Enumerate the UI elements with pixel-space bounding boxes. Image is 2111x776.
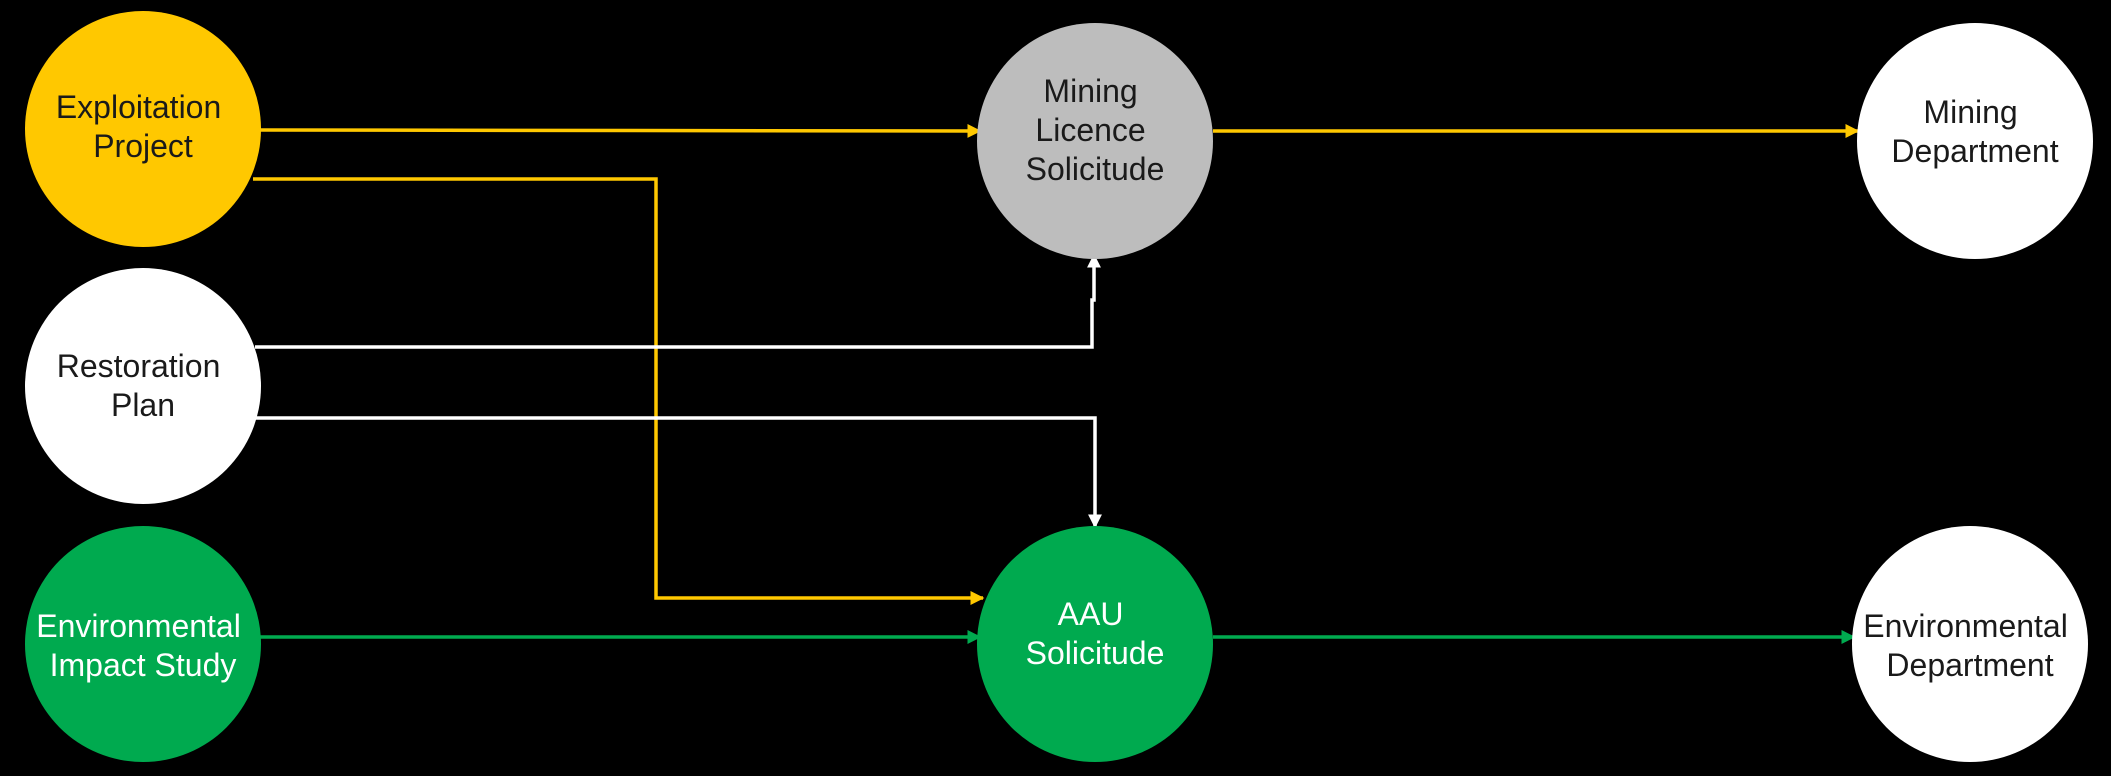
- edges: [253, 123, 1860, 644]
- node-label-line: Mining: [1923, 94, 2017, 130]
- svg-text:AAU Solicitude: AAU Solicitude: [1026, 596, 1165, 671]
- node-label-line: Solicitude: [1026, 151, 1165, 187]
- node-label-line: Licence: [1035, 112, 1145, 148]
- edge-restoration-to-aau: [255, 416, 1102, 529]
- node-mining-department: Mining Department: [1857, 23, 2093, 259]
- svg-text:Mining Department: Mining Department: [1891, 94, 2058, 169]
- edge-exploitation-to-mining-licence: [259, 123, 982, 138]
- svg-text:Restoration Plan: Restoration Plan: [57, 348, 230, 423]
- node-circle: [25, 268, 261, 504]
- node-label-line: Environmental: [1863, 608, 2068, 644]
- node-restoration-plan: Restoration Plan: [25, 268, 261, 504]
- node-label-line: Mining: [1043, 73, 1137, 109]
- svg-text:Exploitation Project: Exploitation Project: [56, 89, 230, 164]
- node-circle: [25, 11, 261, 247]
- node-circle: [25, 526, 261, 762]
- node-mining-licence-solicitude: Mining Licence Solicitude: [977, 23, 1213, 259]
- node-label-line: Department: [1886, 647, 2053, 683]
- node-label-line: Environmental: [36, 608, 241, 644]
- svg-text:Environmental Impact Stu: Environmental Impact Study: [36, 608, 249, 683]
- node-label-line: Plan: [111, 387, 175, 423]
- node-label-line: Restoration: [57, 348, 221, 384]
- svg-text:Mining Licence Sol: Mining Licence Solicitude: [1026, 73, 1165, 187]
- node-circle: [1852, 526, 2088, 762]
- node-circle: [977, 526, 1213, 762]
- node-exploitation-project: Exploitation Project: [25, 11, 261, 247]
- svg-text:Environmental Department: Environmental Department: [1863, 608, 2076, 683]
- node-environmental-department: Environmental Department: [1852, 526, 2088, 762]
- edge-restoration-to-mining-licence: [255, 253, 1101, 349]
- node-circle: [977, 23, 1213, 259]
- node-label-line: AAU: [1058, 596, 1124, 632]
- node-label-line: Department: [1891, 133, 2058, 169]
- node-label-line: Project: [93, 128, 193, 164]
- node-aau-solicitude: AAU Solicitude: [977, 526, 1213, 762]
- node-circle: [1857, 23, 2093, 259]
- edge-exploitation-to-aau: [253, 177, 985, 605]
- node-environmental-impact-study: Environmental Impact Study: [25, 526, 261, 762]
- node-label-line: Solicitude: [1026, 635, 1165, 671]
- node-label-line: Exploitation: [56, 89, 221, 125]
- node-label-line: Impact Study: [50, 647, 237, 683]
